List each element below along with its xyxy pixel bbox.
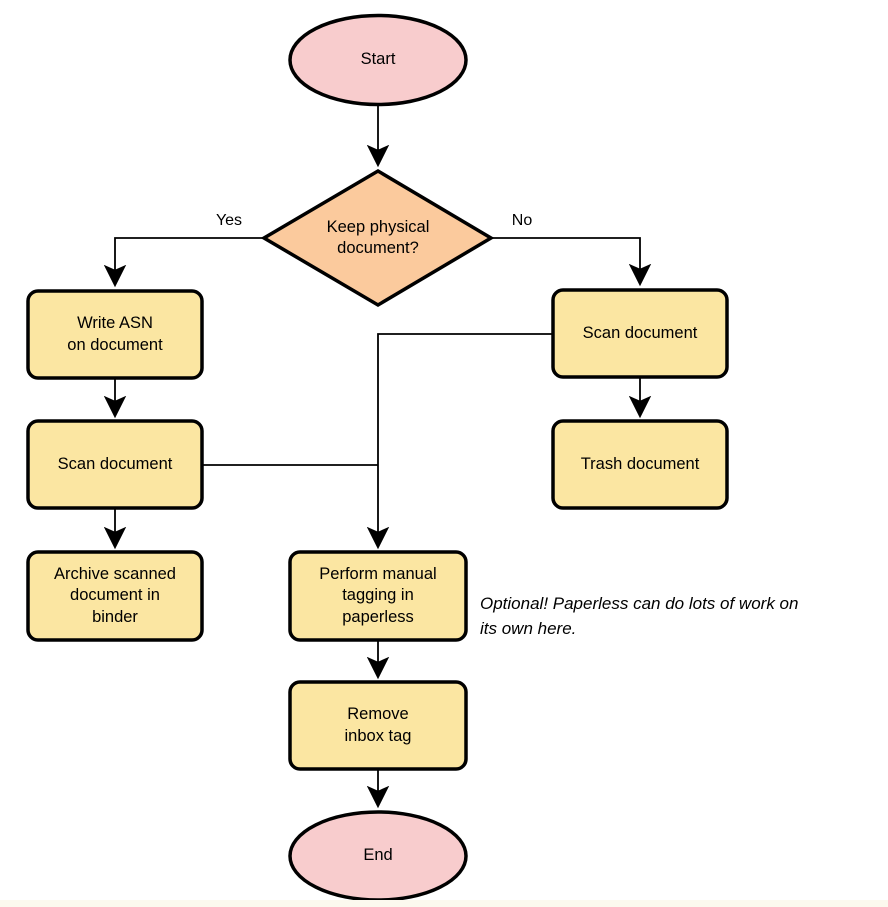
- scan-right-shape: [551, 288, 729, 379]
- scan-left-shape: [26, 419, 204, 510]
- edge-decision-yes: [103, 237, 264, 288]
- trash-shape: [551, 419, 729, 510]
- start-terminal-shape: [288, 13, 468, 107]
- write-asn-shape: [26, 289, 204, 380]
- edge-decision-no: [491, 237, 652, 287]
- decision-diamond-shape: [260, 168, 495, 308]
- annotation-text: Optional! Paperless can do lots of work …: [480, 594, 799, 638]
- end-terminal-shape: [288, 810, 468, 902]
- bottom-strip: [0, 900, 888, 907]
- archive-shape: [26, 550, 204, 642]
- tagging-shape: [288, 550, 468, 642]
- remove-inbox-shape: [288, 680, 468, 771]
- edge-scanright-to-tagging: [366, 333, 553, 550]
